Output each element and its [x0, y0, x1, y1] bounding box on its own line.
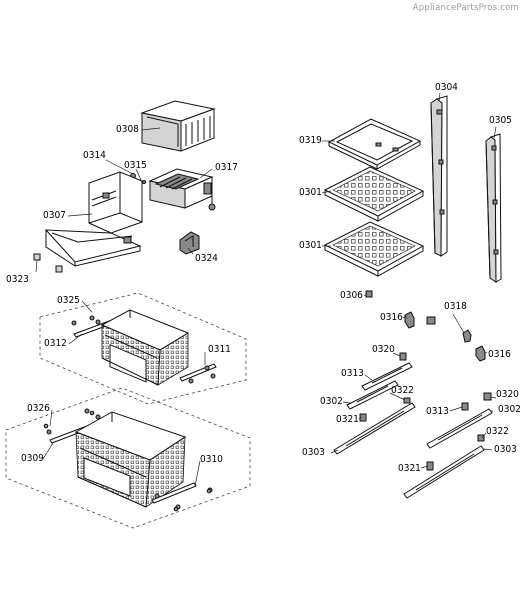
glass-shelf-0319: [327, 118, 422, 170]
label-0320-lower: 0320: [496, 389, 519, 400]
label-0320-upper: 0320: [372, 344, 395, 355]
label-0301-upper: 0301: [299, 187, 322, 198]
ice-bin-0308: [140, 100, 216, 152]
label-0310: 0310: [200, 454, 223, 465]
label-0319: 0319: [299, 135, 322, 146]
label-0311: 0311: [208, 344, 231, 355]
label-0321-lower: 0321: [398, 463, 421, 474]
wire-shelf-0301-upper: [323, 166, 425, 222]
label-0313-lower: 0313: [426, 406, 449, 417]
label-0316-lower: 0316: [488, 349, 511, 360]
label-0308: 0308: [116, 124, 139, 135]
screws-misc: [43, 410, 212, 512]
label-0306: 0306: [340, 290, 363, 301]
label-0317: 0317: [215, 162, 238, 173]
slide-0313-upper: [361, 352, 413, 391]
label-0316-upper: 0316: [380, 312, 403, 323]
slide-rail-0311: [179, 363, 217, 384]
label-0322-lower: 0322: [486, 426, 509, 437]
label-0305: 0305: [489, 115, 512, 126]
label-0301-lower: 0301: [299, 240, 322, 251]
lower-basket: [74, 411, 187, 508]
housing-0307: [44, 171, 143, 267]
brackets-0316-0318: [404, 311, 486, 362]
label-0323: 0323: [6, 274, 29, 285]
icemaker-0317: [148, 168, 216, 211]
label-0325: 0325: [57, 295, 80, 306]
leader-lines: [35, 92, 497, 487]
label-0324: 0324: [195, 253, 218, 264]
clips-0323: [33, 253, 63, 273]
label-0314: 0314: [83, 150, 106, 161]
label-0322-upper: 0322: [391, 385, 414, 396]
label-0309: 0309: [21, 453, 44, 464]
wire-shelf-0301-lower: [323, 221, 425, 277]
label-0318: 0318: [444, 301, 467, 312]
upper-basket: [100, 309, 190, 386]
label-0312: 0312: [44, 338, 67, 349]
label-0307: 0307: [43, 210, 66, 221]
dashed-outline-0326: [5, 387, 251, 529]
slide-0303-left: [333, 397, 416, 455]
slide-0302-upper: [346, 380, 399, 410]
slide-0303-right: [403, 434, 485, 499]
label-0303-left: 0303: [302, 447, 325, 458]
label-0313-upper: 0313: [341, 368, 364, 379]
label-0302-right: 0302: [498, 404, 521, 415]
label-0315: 0315: [124, 160, 147, 171]
bracket-0324: [179, 231, 200, 255]
label-0326: 0326: [27, 403, 50, 414]
rail-0305: [485, 133, 502, 283]
watermark: AppliancePartsPros.com: [412, 3, 519, 13]
rail-0304: [430, 95, 448, 257]
label-0321-upper: 0321: [336, 414, 359, 425]
label-0304: 0304: [435, 82, 458, 93]
dashed-outline-0325: [39, 292, 247, 405]
clip-0306: [365, 290, 373, 298]
label-0302-left: 0302: [320, 396, 343, 407]
slide-0313-right: [426, 392, 493, 449]
label-0303-right: 0303: [494, 444, 517, 455]
